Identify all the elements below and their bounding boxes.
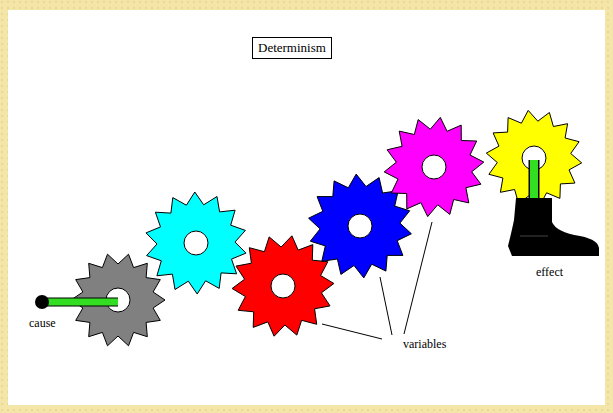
gear-hole <box>348 214 372 238</box>
frame-right <box>605 0 613 413</box>
gear-hole <box>422 155 446 179</box>
gear-hole <box>271 274 295 298</box>
leader-line <box>404 222 432 334</box>
gear <box>384 117 484 216</box>
frame-left <box>0 0 8 413</box>
gear <box>232 236 334 336</box>
frame-bottom <box>0 405 613 413</box>
leader-line <box>322 324 382 339</box>
gear <box>486 110 581 205</box>
frame-top <box>0 0 613 10</box>
boot <box>508 198 599 256</box>
variables-label: variables <box>403 337 446 351</box>
gear <box>146 192 246 294</box>
lever-outline <box>44 298 118 307</box>
gear-train <box>71 110 582 345</box>
title-text: Determinism <box>258 40 326 55</box>
title-box: Determinism <box>252 37 332 59</box>
leader-line <box>380 277 392 335</box>
effect-label: effect <box>536 265 563 279</box>
cause-knob <box>35 295 49 309</box>
cause-label: cause <box>29 316 56 330</box>
lever-arm <box>44 299 118 306</box>
gear-hole <box>184 231 208 255</box>
boot-detail <box>520 236 548 237</box>
